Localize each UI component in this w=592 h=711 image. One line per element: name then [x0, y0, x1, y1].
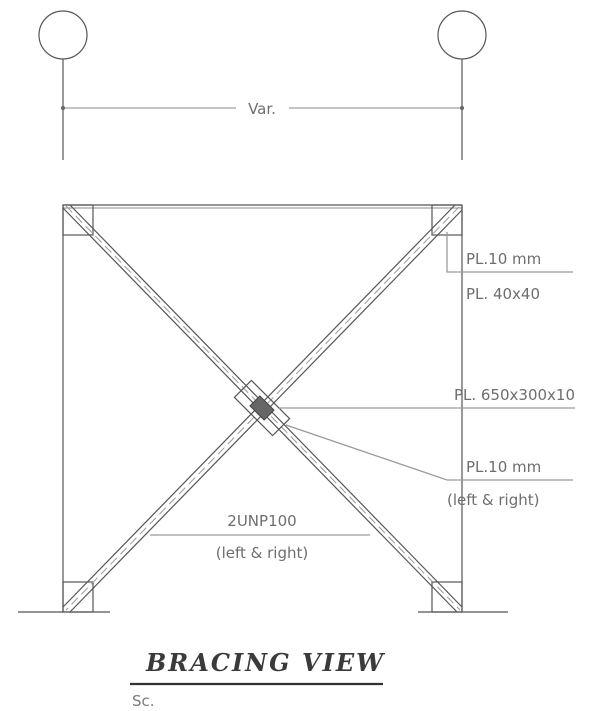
- leader-top-plate: [446, 232, 573, 273]
- label-plate-center: PL.10 mm: [466, 458, 541, 476]
- center-gusset-plate: [233, 379, 291, 437]
- label-plate-top: PL.10 mm: [466, 250, 541, 268]
- label-gusset: PL. 650x300x10: [454, 386, 575, 404]
- dimension-line: [61, 106, 464, 110]
- grid-bubble-right: [437, 10, 487, 60]
- dimension-label: Var.: [248, 100, 276, 118]
- label-section: 2UNP100: [227, 512, 296, 530]
- grid-bubble-left: [38, 10, 88, 60]
- drawing-title: BRACING VIEW: [145, 648, 385, 677]
- scale-label: Sc.: [132, 692, 155, 710]
- label-plate-top-size: PL. 40x40: [466, 285, 540, 303]
- label-plate-center-side: (left & right): [447, 491, 539, 509]
- leader-center-plate: [285, 424, 573, 481]
- label-section-side: (left & right): [216, 544, 308, 562]
